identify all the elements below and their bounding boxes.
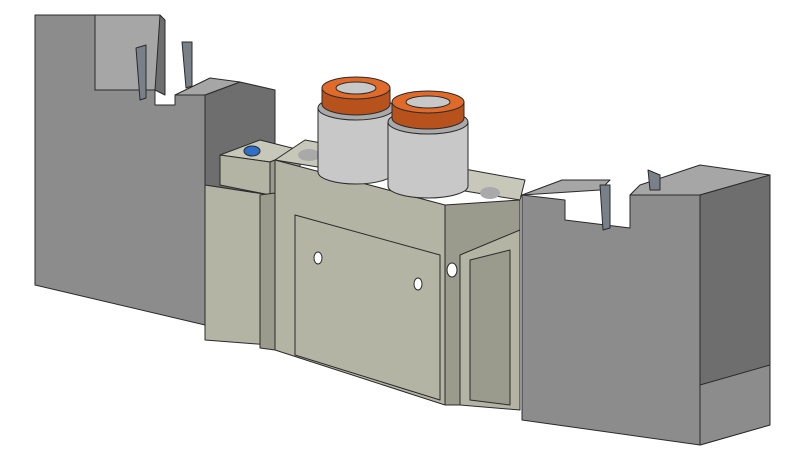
override-button-icon	[243, 145, 261, 157]
right-solenoid	[521, 164, 771, 446]
left-pins	[135, 41, 193, 101]
right-pins	[599, 169, 661, 231]
mounting-screws	[298, 149, 500, 199]
fitting-right	[387, 90, 469, 199]
port-holes	[313, 251, 458, 291]
right-end-block	[459, 229, 521, 411]
fitting-left	[317, 76, 395, 185]
